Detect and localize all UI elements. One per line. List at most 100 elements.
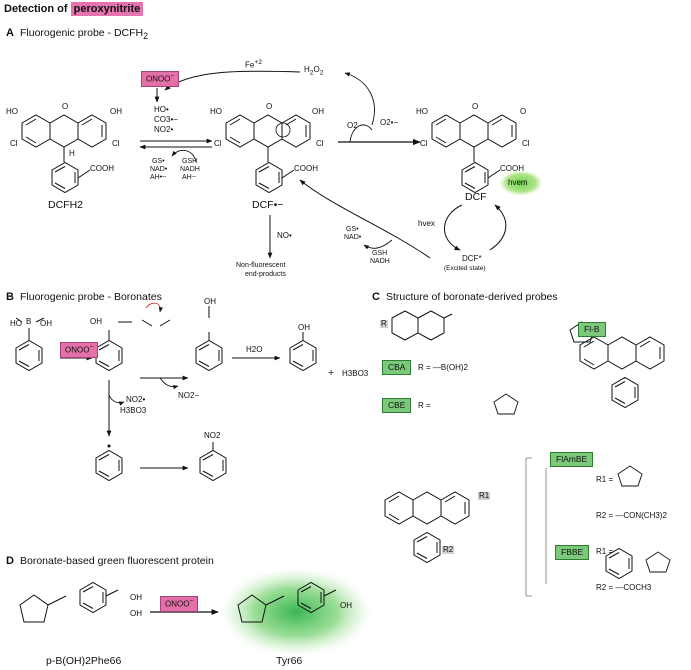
dcfh2-o: O xyxy=(62,102,69,111)
panel-a-oxidant-box: ONOO− xyxy=(141,71,180,87)
cba-r-formula: R = —B(OH)2 xyxy=(418,363,469,372)
radical-no2: NO2• xyxy=(154,125,174,134)
h2o2-o: O xyxy=(313,65,320,74)
h2o2-sub2: 2 xyxy=(319,69,324,77)
h2o2-label: H2O2 xyxy=(304,66,323,77)
dcf-cl-left: Cl xyxy=(420,139,428,148)
b-acid-b: B xyxy=(26,317,32,326)
d-product-oh: OH xyxy=(340,601,352,610)
dcfh2-ho: HO xyxy=(6,107,18,116)
dcf-ho: HO xyxy=(416,107,428,116)
dcf-excited-label: DCF* xyxy=(462,254,482,263)
d-product-label: Tyr66 xyxy=(276,655,303,667)
b-no2-minus: NO2− xyxy=(178,391,200,400)
panel-b-oxidant-text: ONOO xyxy=(65,345,90,355)
dcf-radical-structure xyxy=(225,114,311,193)
fbbe-r2: R2 = —COCH3 xyxy=(596,583,652,592)
b-side-h3bo3: H3BO3 xyxy=(120,406,147,415)
dcfh2-h: H xyxy=(69,149,75,158)
b-acid-ho: HO xyxy=(10,319,22,328)
probe-cba: CBA xyxy=(382,360,412,375)
dcf-cooh: COOH xyxy=(500,164,524,173)
dcfh2-structure xyxy=(21,114,107,193)
reductant-left-2: NAD• xyxy=(150,166,168,173)
panel-a-title: Fluorogenic probe - DCFH2 xyxy=(20,28,148,41)
cbe-r-formula: R = xyxy=(418,401,431,410)
probe-flambe: FlAmBE xyxy=(550,452,594,467)
dcf-radical-cooh: COOH xyxy=(294,164,318,173)
end-products-line2: end-products xyxy=(245,271,286,278)
b-h3bo3: H3BO3 xyxy=(342,369,369,378)
gfp-reactant-structure xyxy=(19,582,119,623)
dcf-radical-cl-right: Cl xyxy=(316,139,324,148)
dcf-radical-cl-left: Cl xyxy=(214,139,222,148)
b-h2o: H2O xyxy=(246,345,263,354)
b-acid-oh: OH xyxy=(40,319,52,328)
d-reactant-label: p-B(OH)2Phe66 xyxy=(46,655,122,667)
h2o2-h: H xyxy=(304,65,310,74)
boronic-acid-structure xyxy=(15,317,45,371)
hv-ex-label: hvex xyxy=(418,219,435,228)
fe-label: Fe+2 xyxy=(245,59,262,70)
phenol-structure xyxy=(289,332,317,371)
fe-text: Fe xyxy=(245,60,255,70)
b-no2: NO2 xyxy=(204,431,221,440)
reductant-left-3: AH•− xyxy=(150,174,167,181)
panel-a-title-text: Fluorogenic probe - DCFH xyxy=(20,27,144,39)
radical-co3: CO3•− xyxy=(154,115,178,124)
probe-fl-b: Fl-B xyxy=(578,322,606,337)
panel-d-oxidant-box: ONOO− xyxy=(160,596,199,612)
panel-b-oxidant-box: ONOO− xyxy=(60,342,99,358)
dcfh2-oh: OH xyxy=(110,107,122,116)
hv-em-label: hvem xyxy=(508,178,528,187)
panel-a-title-sub: 2 xyxy=(143,31,149,42)
figure-title: Detection of peroxynitrite xyxy=(4,2,144,16)
panel-b-title: Fluorogenic probe - Boronates xyxy=(20,291,162,303)
b-side-no2: NO2• xyxy=(126,395,146,404)
fe-sup: +2 xyxy=(254,59,262,66)
gfp-product-structure xyxy=(237,582,337,623)
radical-ho: HO• xyxy=(154,105,169,114)
dcfh2-cl-left: Cl xyxy=(10,139,18,148)
end-products-line1: Non-fluorescent xyxy=(236,262,286,269)
d-reactant-oh2: OH xyxy=(130,609,142,618)
flambe-r2: R2 = —CON(CH3)2 xyxy=(596,511,667,520)
panel-d-label: D xyxy=(6,555,14,567)
flambe-r1: R1 = xyxy=(596,475,614,484)
pinacol-glyphs xyxy=(493,393,671,579)
dcf-structure xyxy=(431,114,517,193)
c-coumarin-r: R xyxy=(380,319,388,328)
dcfh2-cl-right: Cl xyxy=(112,139,120,148)
panel-a-oxidant-sup: − xyxy=(170,73,175,80)
panel-b-label: B xyxy=(6,291,14,303)
c-core-r1: R1 xyxy=(478,491,491,500)
dcf-radical-oh: OH xyxy=(312,107,324,116)
panel-d-oxidant-sup: − xyxy=(189,598,194,605)
reductant-right-3: AH− xyxy=(182,174,196,181)
superoxide-label: O2•− xyxy=(380,118,399,127)
panel-c-label: C xyxy=(372,291,380,303)
panel-d-oxidant-text: ONOO xyxy=(165,599,190,609)
probe-fbbe: FBBE xyxy=(555,545,590,560)
nad-radical-label: NAD• xyxy=(344,234,362,241)
coumarin-structure xyxy=(391,310,453,341)
figure-title-highlight: peroxynitrite xyxy=(70,2,144,16)
borate-ester-structure xyxy=(195,306,223,371)
dcf-cl-right: Cl xyxy=(522,139,530,148)
b-ester-oh: OH xyxy=(204,297,216,306)
probe-cbe: CBE xyxy=(382,398,412,413)
panel-d-title: Boronate-based green fluorescent protein xyxy=(20,555,214,567)
dcf-label: DCF xyxy=(465,191,487,203)
o2-label: O2 xyxy=(347,121,358,130)
reductant-right-1: GSH xyxy=(182,158,198,165)
h2o2-sub1: 2 xyxy=(309,69,314,77)
boronate-adduct-structure xyxy=(95,302,171,371)
fbbe-r1: R1 = xyxy=(596,547,614,556)
dcf-o: O xyxy=(520,107,527,116)
panel-c-title: Structure of boronate-derived probes xyxy=(386,291,558,303)
excited-state-label: (Excited state) xyxy=(444,265,486,272)
figure-title-prefix: Detection of xyxy=(4,3,71,15)
dcfh2-label: DCFH2 xyxy=(48,199,84,211)
